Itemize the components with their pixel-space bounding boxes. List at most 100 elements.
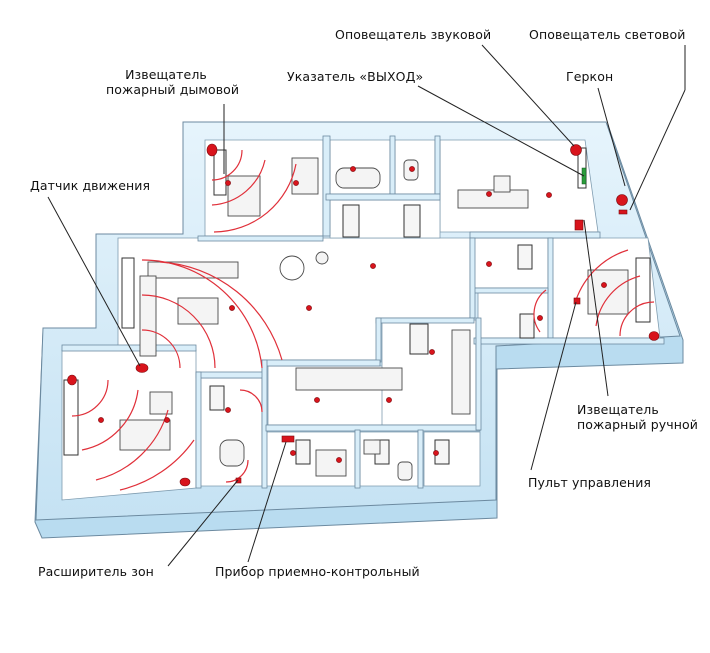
smoke-detector [486, 191, 492, 197]
smoke-detector [386, 397, 392, 403]
room-right-small [473, 237, 549, 289]
wall [195, 371, 267, 379]
desk [315, 449, 347, 477]
smoke-detector [409, 166, 415, 172]
leader-line-reed [597, 87, 626, 187]
detection-arc [213, 163, 297, 233]
smoke-detector [164, 417, 170, 423]
detection-arc [95, 409, 169, 481]
door [295, 439, 311, 465]
plant [279, 255, 305, 281]
sofa [147, 261, 239, 279]
wall [475, 317, 482, 431]
vase [315, 251, 329, 265]
door [517, 244, 533, 270]
table [119, 419, 171, 451]
wall [389, 135, 396, 195]
toilet [219, 439, 245, 467]
wall [547, 237, 554, 339]
label-manual-line1: Извещатель [577, 402, 659, 417]
motion-detector [206, 143, 218, 157]
doors [209, 204, 535, 465]
smoke-detector [225, 407, 231, 413]
motion-detector [67, 374, 77, 386]
sofa [139, 275, 157, 357]
smoke-detector [229, 305, 235, 311]
coffee-table [177, 297, 219, 325]
smoke-detector [370, 263, 376, 269]
wall [473, 287, 549, 294]
leader-line-motion [47, 196, 141, 367]
smoke-detector [546, 192, 552, 198]
armchair [149, 391, 173, 415]
control-unit-device [281, 435, 295, 443]
door [403, 204, 421, 238]
leader-line-siren [481, 44, 575, 147]
detection-arc [119, 439, 195, 491]
wall [195, 371, 202, 489]
wall [473, 337, 665, 345]
sensors [67, 143, 660, 487]
window [213, 149, 227, 196]
strobe-device [616, 194, 628, 206]
detection-arc [575, 249, 629, 301]
leader-line-exit [417, 85, 585, 177]
manual-call-point [574, 219, 584, 231]
leader-line-strobe-2 [629, 89, 686, 211]
detection-arc [211, 159, 266, 206]
sink [363, 439, 381, 455]
leader-line-expander [167, 479, 239, 567]
reed-switch-device [618, 209, 628, 215]
wall [322, 135, 331, 237]
detection-arc [159, 261, 283, 361]
smoke-detector [306, 305, 312, 311]
smoke-detector [433, 450, 439, 456]
window [635, 257, 651, 323]
detection-arc [619, 301, 655, 337]
label-smoke-detector: Извещатель пожарный дымовой [106, 67, 240, 97]
label-reed-switch: Геркон [566, 69, 614, 84]
detection-arc [81, 389, 139, 451]
detection-arc [239, 389, 263, 413]
detection-zones [71, 149, 655, 491]
door [409, 323, 429, 355]
label-smoke-line2: пожарный дымовой [106, 82, 240, 97]
smoke-detector [98, 417, 104, 423]
detection-arc [141, 294, 216, 369]
label-smoke-line1: Извещатель [125, 67, 207, 82]
motion-detector [135, 363, 149, 373]
bathtub [335, 167, 381, 189]
smoke-detector [486, 261, 492, 267]
smoke-detector [293, 180, 299, 186]
leader-lines [47, 44, 686, 567]
wall [434, 135, 441, 195]
label-strobe: Оповещатель световой [529, 27, 686, 42]
detection-arc [71, 379, 109, 417]
control-keypad [573, 297, 581, 305]
wall [261, 359, 268, 489]
detection-arc [211, 149, 243, 181]
label-manual-detector: Извещатель пожарный ручной [577, 402, 698, 432]
room-bottom-5 [423, 431, 481, 487]
leader-line-panel [530, 301, 577, 471]
bed [587, 269, 629, 315]
office-desk [457, 189, 529, 209]
wall [261, 359, 381, 367]
label-manual-line2: пожарный ручной [577, 417, 698, 432]
smoke-detector [537, 315, 543, 321]
zone-expander-device [235, 477, 242, 484]
label-control-unit: Прибор приемно-контрольный [215, 564, 420, 579]
smoke-detector [601, 282, 607, 288]
leader-line-manual [583, 219, 609, 397]
smoke-detector [225, 180, 231, 186]
detection-arc [141, 329, 181, 369]
wall [354, 429, 361, 489]
label-zone-expander: Расширитель зон [38, 564, 154, 579]
desk [291, 157, 319, 195]
smoke-detector [429, 349, 435, 355]
motion-detector [648, 331, 660, 341]
siren-device [570, 144, 582, 156]
windows [63, 147, 651, 456]
door [519, 313, 535, 339]
office-chair [493, 175, 511, 193]
